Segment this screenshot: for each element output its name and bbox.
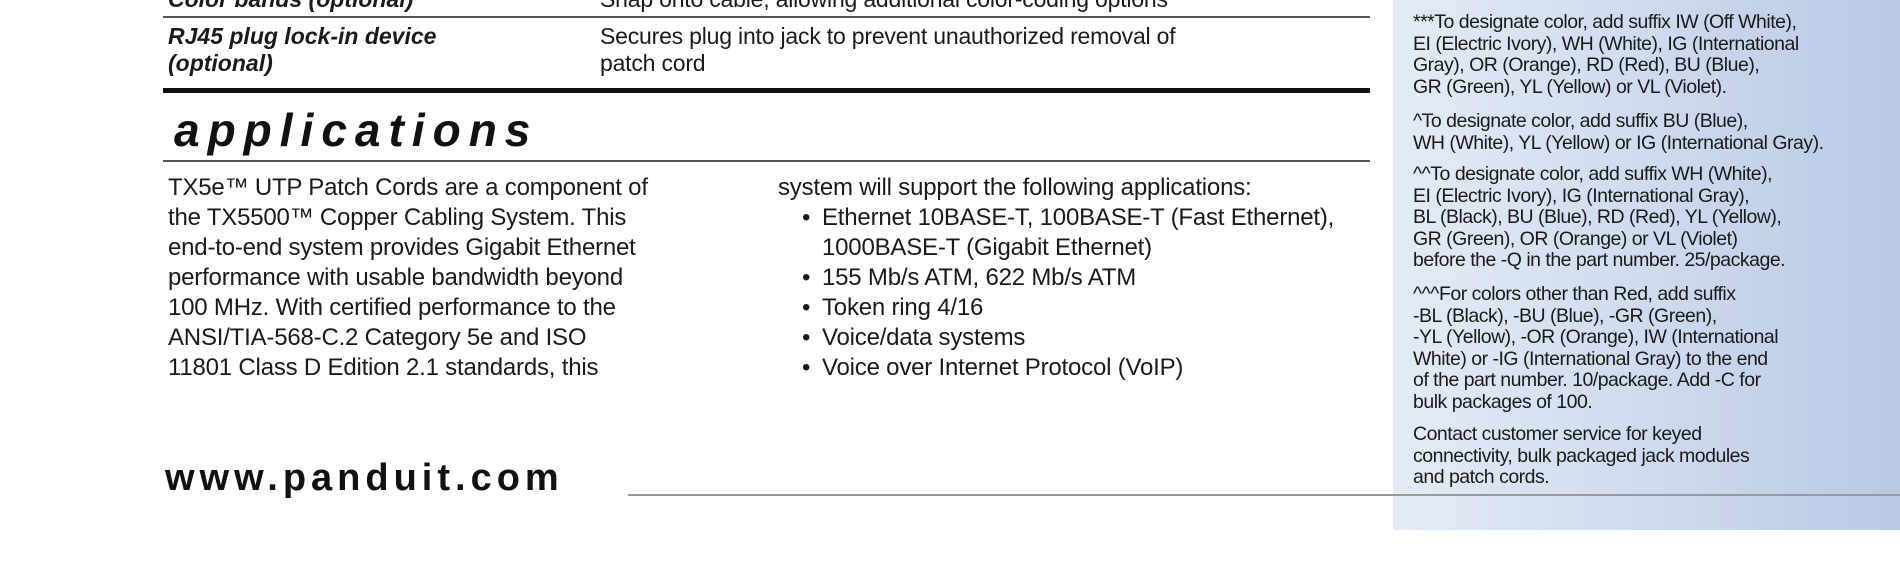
table-bottom-rule (163, 88, 1370, 93)
note-line: ^^To designate color, add suffix WH (Whi… (1413, 163, 1773, 185)
website-url: www.panduit.com (165, 457, 564, 499)
note-line: of the part number. 10/package. Add -C f… (1413, 369, 1761, 391)
note-line: ^^^For colors other than Red, add suffix (1413, 283, 1736, 305)
feature-description: Secures plug into jack to prevent unauth… (600, 23, 1360, 77)
feature-label-line: (optional) (168, 50, 273, 76)
color-note-red: ^^^For colors other than Red, add suffix… (1413, 283, 1893, 413)
note-line: ***To designate color, add suffix IW (Of… (1413, 11, 1797, 33)
table-row-divider (163, 16, 1370, 18)
paragraph-line: 100 MHz. With certified performance to t… (168, 294, 616, 321)
footer-rule (628, 494, 1900, 496)
note-line: BL (Black), BU (Blue), RD (Red), YL (Yel… (1413, 206, 1782, 228)
applications-intro: system will support the following applic… (778, 174, 1252, 201)
feature-description: Snap onto cable, allowing additional col… (600, 0, 1360, 13)
section-heading: applications (174, 104, 539, 156)
note-line: GR (Green), YL (Yellow) or VL (Violet). (1413, 75, 1727, 98)
section-divider (163, 160, 1370, 162)
color-note-iw: ***To designate color, add suffix IW (Of… (1413, 11, 1893, 98)
note-line: and patch cords. (1413, 466, 1550, 488)
color-note-bu: ^To designate color, add suffix BU (Blue… (1413, 110, 1893, 154)
note-line: before the -Q in the part number. 25/pac… (1413, 249, 1786, 271)
note-line: connectivity, bulk packaged jack modules (1413, 444, 1750, 467)
note-line: White) or -IG (International Gray) to th… (1413, 347, 1768, 370)
paragraph-line: ANSI/TIA-568-C.2 Category 5e and ISO (168, 324, 587, 351)
feature-label: RJ45 plug lock-in device (optional) (168, 23, 588, 77)
paragraph-line: the TX5500™ Copper Cabling System. This (168, 204, 627, 231)
note-line: WH (White), YL (Yellow) or IG (Internati… (1413, 131, 1824, 154)
note-line: bulk packages of 100. (1413, 390, 1593, 413)
applications-paragraph: TX5e™ UTP Patch Cords are a component of… (168, 173, 718, 383)
list-item: Ethernet 10BASE-T, 100BASE-T (Fast Ether… (800, 203, 1334, 263)
note-line: -YL (Yellow), -OR (Orange), IW (Internat… (1413, 326, 1779, 348)
feature-label: Color bands (optional) (168, 0, 588, 13)
list-item-text: Voice over Internet Protocol (VoIP) (822, 354, 1184, 381)
note-line: EI (Electric Ivory), IG (International G… (1413, 184, 1750, 207)
list-item-text: Ethernet 10BASE-T, 100BASE-T (Fast Ether… (822, 204, 1335, 231)
note-line: Gray), OR (Orange), RD (Red), BU (Blue), (1413, 54, 1760, 76)
feature-label-line: RJ45 plug lock-in device (168, 23, 437, 49)
paragraph-line: end-to-end system provides Gigabit Ether… (168, 234, 636, 261)
list-item: 155 Mb/s ATM, 622 Mb/s ATM (800, 263, 1334, 293)
feature-label-line: Color bands (optional) (168, 0, 588, 13)
notes-sidebar (1393, 0, 1900, 530)
color-note-wh: ^^To designate color, add suffix WH (Whi… (1413, 163, 1893, 272)
feature-description-line: Snap onto cable, allowing additional col… (600, 0, 1360, 13)
list-item: Voice over Internet Protocol (VoIP) (800, 353, 1334, 383)
note-line: Contact customer service for keyed (1413, 423, 1702, 445)
note-line: ^To designate color, add suffix BU (Blue… (1413, 110, 1748, 132)
feature-description-line: Secures plug into jack to prevent unauth… (600, 23, 1176, 49)
feature-description-line: patch cord (600, 50, 706, 76)
list-item: Token ring 4/16 (800, 293, 1334, 323)
note-line: GR (Green), OR (Orange) or VL (Violet) (1413, 227, 1738, 250)
list-item: Voice/data systems (800, 323, 1334, 353)
list-item-text: 155 Mb/s ATM, 622 Mb/s ATM (822, 264, 1137, 291)
list-item-text: Token ring 4/16 (822, 294, 984, 321)
list-item-text: Voice/data systems (822, 324, 1026, 351)
list-item-text: 1000BASE-T (Gigabit Ethernet) (822, 234, 1152, 261)
paragraph-line: TX5e™ UTP Patch Cords are a component of (168, 174, 648, 201)
contact-note: Contact customer service for keyed conne… (1413, 423, 1893, 489)
paragraph-line: 11801 Class D Edition 2.1 standards, thi… (168, 354, 599, 381)
note-line: -BL (Black), -BU (Blue), -GR (Green), (1413, 304, 1717, 327)
paragraph-line: performance with usable bandwidth beyond (168, 264, 623, 291)
note-line: EI (Electric Ivory), WH (White), IG (Int… (1413, 32, 1799, 55)
applications-list: Ethernet 10BASE-T, 100BASE-T (Fast Ether… (800, 203, 1334, 383)
